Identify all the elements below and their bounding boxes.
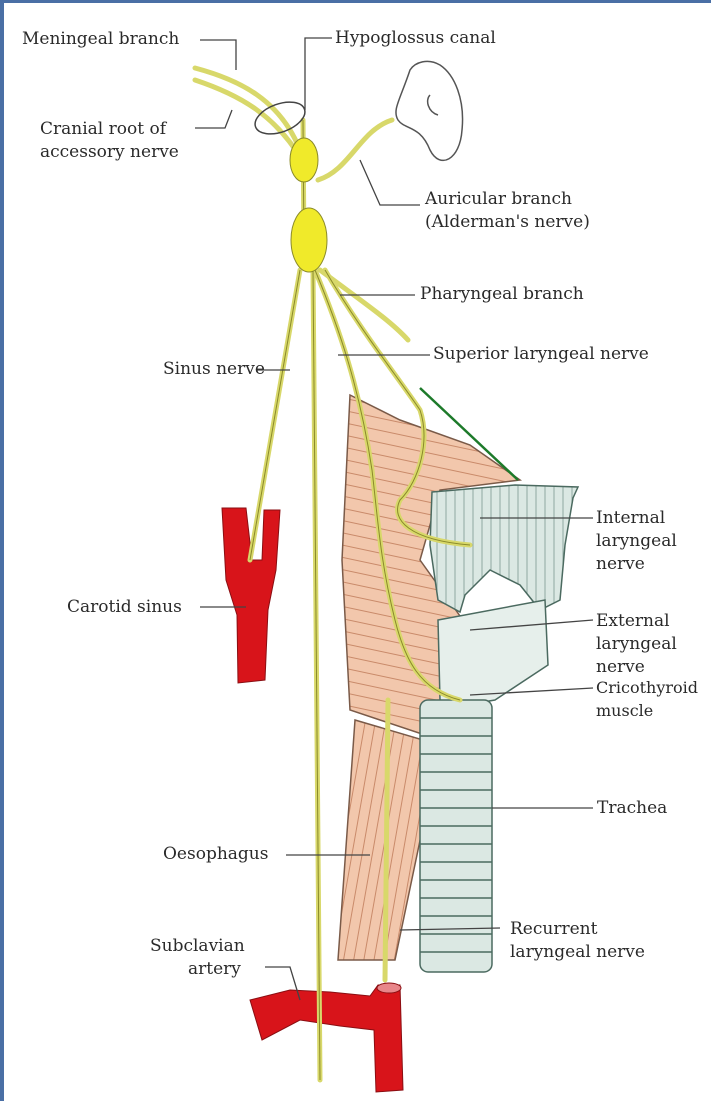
label-recurrent-line2: laryngeal nerve [510,941,645,964]
label-cricothyroid-line2: muscle [596,699,698,722]
label-cranial-root-line2: accessory nerve [40,141,179,164]
label-internal-line2: laryngeal [596,530,677,553]
label-subclavian-line2: artery [150,958,245,981]
label-oesophagus: Oesophagus [163,843,268,866]
inferior-ganglion [291,208,327,272]
trachea-shape [420,700,492,972]
label-hypoglossus-canal: Hypoglossus canal [335,27,496,50]
label-trachea: Trachea [597,797,667,820]
label-external-line2: laryngeal [596,633,677,656]
label-internal-laryngeal-nerve: Internal laryngeal nerve [596,507,677,576]
subclavian-artery [250,985,403,1092]
label-pharyngeal-branch: Pharyngeal branch [420,283,584,306]
label-subclavian-line1: Subclavian [150,935,245,958]
ear-outline [396,61,463,160]
label-auricular-line2: (Alderman's nerve) [425,211,590,234]
thyroid-cartilage [430,485,578,612]
superior-ganglion [290,138,318,182]
label-meningeal-branch: Meningeal branch [22,28,179,51]
carotid-artery [222,508,280,683]
label-external-laryngeal-nerve: External laryngeal nerve [596,610,677,679]
label-cricothyroid-muscle: Cricothyroid muscle [596,676,698,722]
label-auricular-line1: Auricular branch [425,188,590,211]
label-cricothyroid-line1: Cricothyroid [596,676,698,699]
label-carotid-sinus: Carotid sinus [67,596,182,619]
label-external-line1: External [596,610,677,633]
label-cranial-root: Cranial root of accessory nerve [40,118,179,164]
label-cranial-root-line1: Cranial root of [40,118,179,141]
label-internal-line3: nerve [596,553,677,576]
label-internal-line1: Internal [596,507,677,530]
label-sinus-nerve: Sinus nerve [163,358,265,381]
label-superior-laryngeal-nerve: Superior laryngeal nerve [433,343,649,366]
label-auricular-branch: Auricular branch (Alderman's nerve) [425,188,590,234]
label-subclavian-artery: Subclavian artery [150,935,245,981]
label-recurrent-laryngeal-nerve: Recurrent laryngeal nerve [510,918,645,964]
label-recurrent-line1: Recurrent [510,918,645,941]
